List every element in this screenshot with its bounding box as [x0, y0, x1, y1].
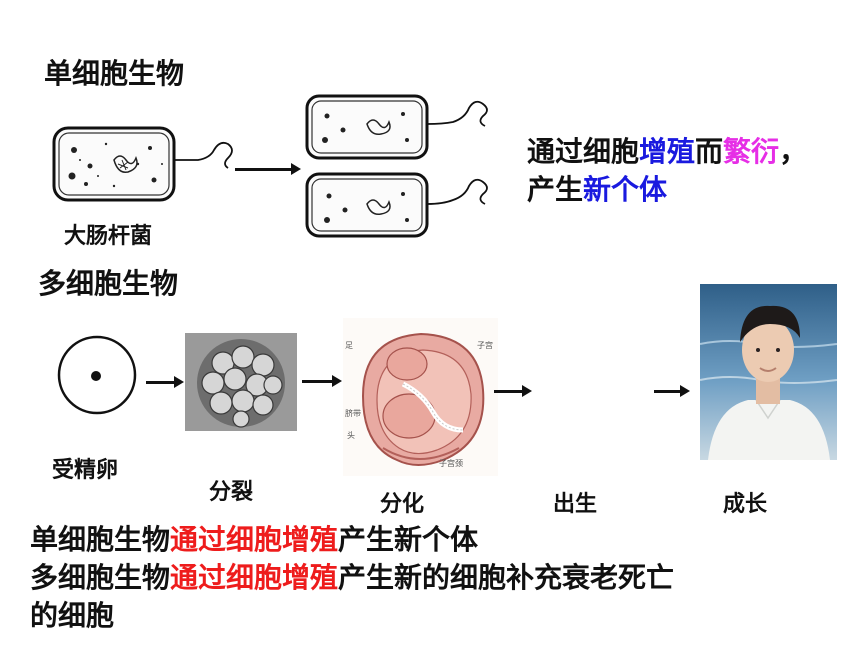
summary-line2-subject: 多细胞生物	[30, 561, 171, 594]
fetus-label-foot: 足	[345, 341, 353, 350]
arrow-egg-to-division	[146, 376, 184, 388]
statement-line1: 通过细胞增殖而繁衍，	[527, 134, 807, 170]
fetus-label-cervix: 子宫颈	[439, 459, 463, 468]
summary-line1: 单细胞生物通过细胞增殖产生新个体	[30, 522, 478, 558]
birth-label: 出生	[553, 492, 598, 517]
statement-line2: 产生新个体	[527, 172, 667, 208]
statement-hl-reproduce: 繁衍	[723, 135, 780, 168]
multicellular-title: 多细胞生物	[38, 267, 179, 300]
young-man-photo	[700, 284, 837, 460]
summary-line1-highlight: 通过细胞增殖	[170, 523, 339, 556]
arrow-division-to-differentiation	[302, 375, 342, 387]
fetus-label-head: 头	[347, 431, 355, 440]
statement-hl-new-individual: 新个体	[583, 173, 668, 206]
fertilized-egg-label: 受精卵	[52, 458, 119, 483]
arrow-birth-to-growth	[654, 385, 690, 397]
growth-label: 成长	[723, 492, 768, 517]
ecoli-illustration	[50, 120, 250, 220]
fetus-label-uterus: 子宫	[477, 341, 493, 350]
daughter-bacterium-bottom	[303, 168, 503, 248]
summary-line2-rest: 产生新的细胞补充衰老死亡	[338, 561, 675, 594]
summary-line1-rest: 产生新个体	[338, 523, 479, 556]
summary-line2-highlight: 通过细胞增殖	[170, 561, 339, 594]
fertilized-egg-illustration	[56, 334, 138, 416]
differentiation-label: 分化	[380, 492, 425, 517]
fetus-label-cord: 脐带	[345, 409, 361, 418]
fetus-in-uterus-illustration: 足 子宫 脐带 头 子宫颈	[343, 318, 498, 476]
statement-part2: 而	[695, 135, 724, 168]
division-label: 分裂	[209, 480, 254, 505]
statement-part3: ，	[779, 135, 808, 168]
summary-line2: 多细胞生物通过细胞增殖产生新的细胞补充衰老死亡	[30, 560, 674, 596]
summary-line1-subject: 单细胞生物	[30, 523, 171, 556]
cleavage-embryo-micrograph	[185, 333, 297, 431]
arrow-division	[235, 163, 301, 175]
arrow-differentiation-to-birth	[494, 385, 532, 397]
statement-line2-a: 产生	[527, 173, 584, 206]
ecoli-label: 大肠杆菌	[64, 224, 153, 249]
statement-part1: 通过细胞	[527, 135, 640, 168]
unicellular-title: 单细胞生物	[44, 57, 185, 90]
statement-hl-proliferation: 增殖	[639, 135, 696, 168]
summary-line3: 的细胞	[30, 599, 115, 632]
daughter-bacterium-top	[303, 90, 503, 170]
